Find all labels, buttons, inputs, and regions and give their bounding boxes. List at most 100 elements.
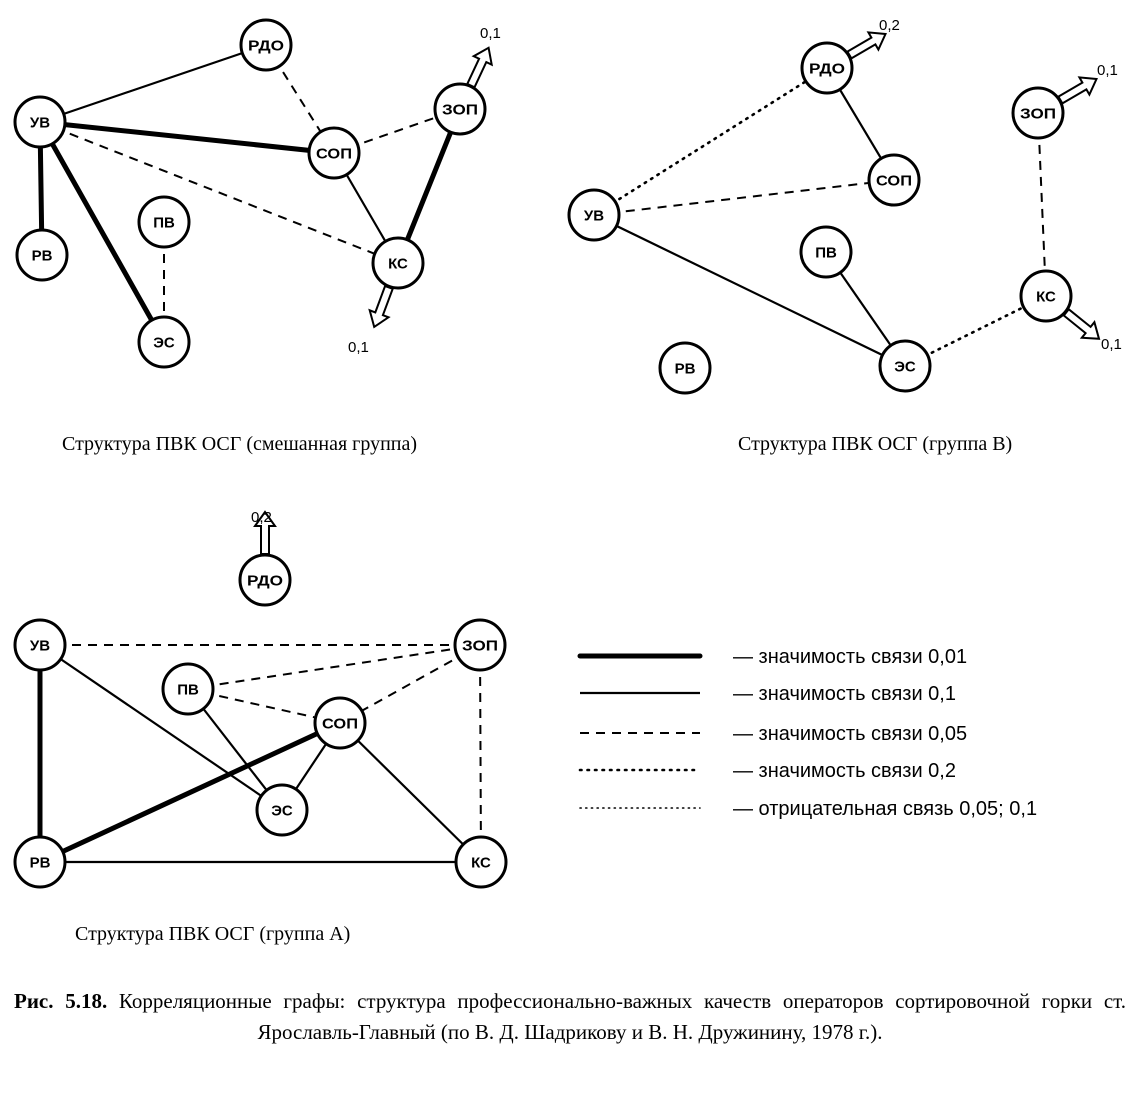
node-label: ЭС <box>894 359 916 376</box>
node-uv: УВ <box>13 618 67 672</box>
node-ks: КС <box>1019 269 1073 323</box>
node-label: ЭС <box>271 803 293 820</box>
edge-uv-sop <box>37 119 337 156</box>
node-sop: СОП <box>313 696 367 750</box>
legend-label-2: — значимость связи 0,05 <box>733 723 967 745</box>
node-circle <box>137 195 191 249</box>
node-circle <box>13 95 67 149</box>
node-label: РДО <box>247 573 283 590</box>
legend-label-4: — отрицательная связь 0,05; 0,1 <box>733 798 1037 820</box>
node-label: КС <box>471 855 491 872</box>
edge-zop-ks <box>395 106 463 266</box>
graph-mixed-title: Структура ПВК ОСГ (смешанная группа) <box>62 433 417 455</box>
node-label: СОП <box>322 716 358 733</box>
edge-zop-sop <box>339 644 481 724</box>
node-circle <box>313 696 367 750</box>
node-sop: СОП <box>307 126 361 180</box>
edges <box>37 642 482 865</box>
node-label: ЗОП <box>442 102 478 119</box>
node-ks: КС <box>454 835 508 889</box>
weight-arrow-ks <box>368 284 394 329</box>
legend-label-0: — значимость связи 0,01 <box>733 646 967 668</box>
node-circle <box>161 662 215 716</box>
node-zop: ЗОП <box>1011 86 1065 140</box>
edges <box>592 66 1048 368</box>
edge-pv-zop <box>187 644 481 690</box>
node-pv: ПВ <box>799 225 853 279</box>
node-circle <box>1019 269 1073 323</box>
node-circle <box>307 126 361 180</box>
node-label: ЗОП <box>462 638 498 655</box>
edge-uv-es <box>39 644 283 811</box>
node-label: УВ <box>584 208 604 225</box>
node-circle <box>15 228 69 282</box>
node-circle <box>13 835 67 889</box>
node-circle <box>878 339 932 393</box>
edge-uv-es <box>593 214 906 367</box>
node-circle <box>867 153 921 207</box>
node-label: РВ <box>30 855 51 872</box>
node-label: КС <box>1036 289 1056 306</box>
node-circle <box>658 341 712 395</box>
weight-label-ks: 0,1 <box>348 339 369 356</box>
graph-group-b-title: Структура ПВК ОСГ (группа В) <box>738 433 1012 455</box>
node-circle <box>433 82 487 136</box>
node-circle <box>800 41 854 95</box>
edge-uv-rdo <box>592 66 829 217</box>
graph-group-a-title: Структура ПВК ОСГ (группа А) <box>75 923 350 945</box>
node-rdo: РДО <box>239 18 293 72</box>
weight-label-zop: 0,1 <box>480 25 501 42</box>
node-es: ЭС <box>137 315 191 369</box>
node-circle <box>255 783 309 837</box>
node-label: РВ <box>32 248 53 265</box>
node-rdo: РДО <box>238 553 292 607</box>
node-label: ПВ <box>153 215 175 232</box>
node-sop: СОП <box>867 153 921 207</box>
node-circle <box>453 618 507 672</box>
node-label: СОП <box>876 173 912 190</box>
weight-arrow-zop <box>1057 76 1098 105</box>
node-circle <box>454 835 508 889</box>
node-rv: РВ <box>15 228 69 282</box>
node-circle <box>239 18 293 72</box>
node-circle <box>137 315 191 369</box>
weight-label-ks: 0,1 <box>1101 336 1122 353</box>
node-uv: УВ <box>13 95 67 149</box>
figure-caption: Рис. 5.18. Корреляционные графы: структу… <box>14 986 1126 1082</box>
weight-arrow-zop <box>465 46 494 89</box>
node-circle <box>371 236 425 290</box>
node-label: СОП <box>316 146 352 163</box>
legend: — значимость связи 0,01 — значимость связ… <box>577 646 1037 820</box>
edge-uv-sop <box>593 179 895 216</box>
node-pv: ПВ <box>137 195 191 249</box>
node-pv: ПВ <box>161 662 215 716</box>
node-circle <box>799 225 853 279</box>
node-es: ЭС <box>255 783 309 837</box>
node-uv: УВ <box>567 188 621 242</box>
graph-group-a: 0,2УВ ЗОП РДО ПВ СОП ЭС РВ КС <box>13 509 508 889</box>
edge-uv-rdo <box>39 43 267 124</box>
node-circle <box>13 618 67 672</box>
node-rv: РВ <box>658 341 712 395</box>
edge-sop-rv <box>37 720 343 865</box>
edge-sop-ks <box>339 722 482 863</box>
node-rv: РВ <box>13 835 67 889</box>
node-label: ЭС <box>153 335 175 352</box>
node-zop: ЗОП <box>433 82 487 136</box>
node-circle <box>567 188 621 242</box>
node-rdo: РДО <box>800 41 854 95</box>
weight-arrow-rdo <box>253 510 277 555</box>
edges <box>37 43 463 345</box>
node-label: КС <box>388 256 408 273</box>
weight-label-rdo: 0,2 <box>251 509 272 526</box>
node-label: РВ <box>675 361 696 378</box>
edge-zop-ks <box>479 644 482 863</box>
node-label: РДО <box>248 38 284 55</box>
edge-zop-ks <box>1037 112 1047 297</box>
node-label: РДО <box>809 61 845 78</box>
weight-arrow-ks <box>1062 307 1101 340</box>
node-label: УВ <box>30 638 50 655</box>
caption-number: Рис. 5.18. <box>14 989 108 1013</box>
